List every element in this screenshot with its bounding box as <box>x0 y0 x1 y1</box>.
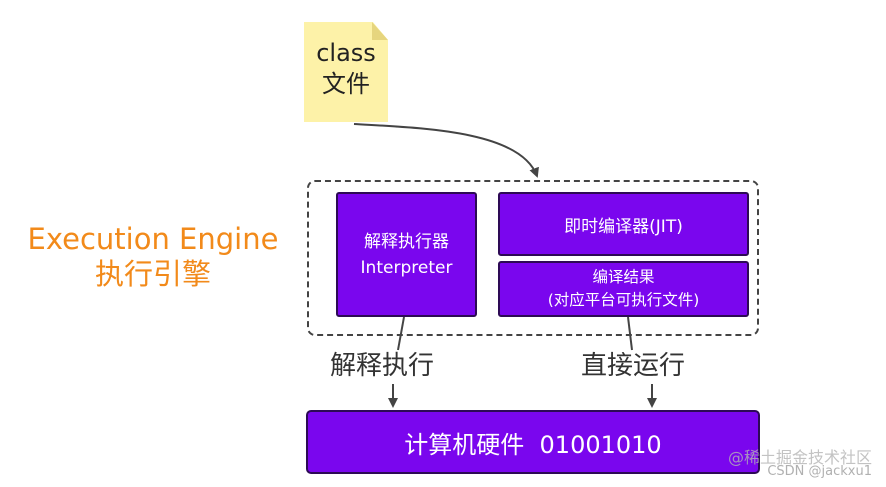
note-line-2: 文件 <box>322 70 370 98</box>
engine-label-zh: 执行引擎 <box>94 257 211 291</box>
interpret-exec-label: 解释执行 <box>330 351 435 381</box>
hardware-box: 计算机硬件 01001010 <box>306 410 760 474</box>
execution-engine-container <box>307 180 759 336</box>
result-to-label-line <box>627 316 633 351</box>
direct-run-label: 直接运行 <box>581 351 686 381</box>
compile-result-subtitle: (对应平台可执行文件) <box>547 291 700 309</box>
interpreter-label-en: Interpreter <box>360 257 453 278</box>
note-line-1: class <box>316 39 376 67</box>
watermark-juejin: @稀土掘金技术社区 <box>727 448 872 467</box>
jit-compiler-box: 即时编译器(JIT) <box>498 192 749 256</box>
compile-result-title: 编译结果 <box>592 268 655 286</box>
hardware-label: 计算机硬件 01001010 <box>404 430 662 459</box>
class-file-note-text: class 文件 <box>304 38 388 100</box>
watermark-csdn: CSDN @jackxu1 <box>767 464 872 479</box>
engine-label-en: Execution Engine <box>27 222 279 256</box>
jit-label: 即时编译器(JIT) <box>564 216 683 237</box>
compile-result-box: 编译结果 (对应平台可执行文件) <box>498 261 749 317</box>
execution-engine-label: Execution Engine 执行引擎 <box>18 222 288 292</box>
interpreter-box: 解释执行器 Interpreter <box>336 192 477 317</box>
note-to-engine-arrow <box>353 123 539 178</box>
interpreter-to-label-line <box>397 316 405 351</box>
interpreter-label-zh: 解释执行器 <box>364 231 449 252</box>
